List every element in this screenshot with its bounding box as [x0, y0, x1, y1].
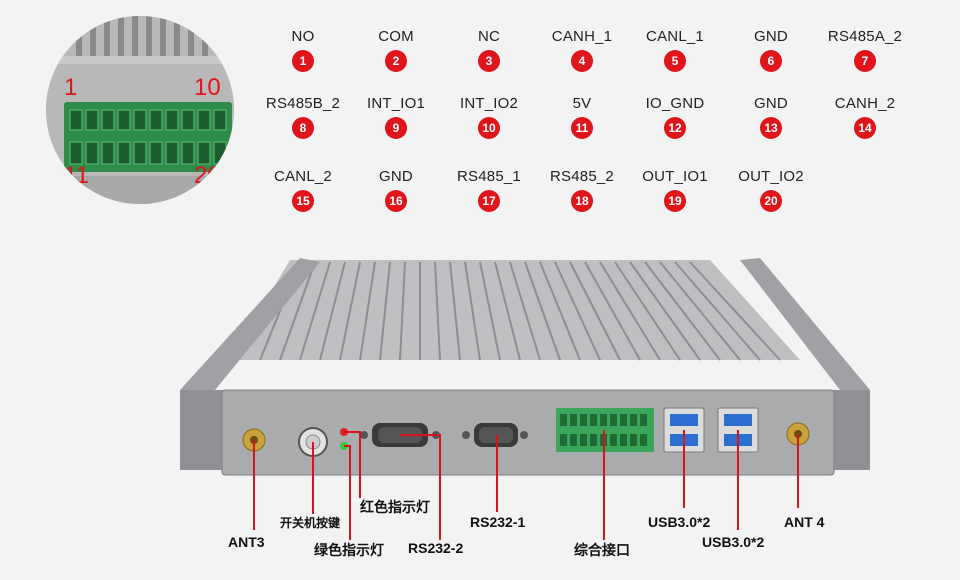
pin-name: GND: [379, 168, 413, 185]
pin-name: GND: [754, 28, 788, 45]
label-rs232-2: RS232-2: [408, 540, 464, 556]
terminal-block-illustration: [46, 16, 234, 204]
pin-number-badge: 10: [478, 117, 500, 139]
pin-3: NC 3: [444, 28, 534, 72]
pin-18: RS485_2 18: [537, 168, 627, 212]
pin-name: 5V: [572, 95, 592, 112]
label-power-button: 开关机按键: [280, 516, 341, 530]
pin-name: COM: [378, 28, 414, 45]
pin-1: NO 1: [258, 28, 348, 72]
pin-number-badge: 13: [760, 117, 782, 139]
zoom-pin-11-label: 11: [64, 162, 89, 189]
pin-19: OUT_IO1 19: [630, 168, 720, 212]
device-illustration: [180, 258, 870, 540]
pin-name: RS485A_2: [827, 28, 903, 45]
zoom-pin-20-label: 20: [194, 162, 221, 189]
pin-name: CANH_2: [834, 95, 896, 112]
terminal-block-zoom: 1 10 11 20: [46, 16, 234, 204]
pin-name: OUT_IO1: [642, 168, 708, 185]
label-ant3: ANT3: [228, 534, 265, 550]
pin-number-badge: 20: [760, 190, 782, 212]
pin-7: RS485A_2 7: [820, 28, 910, 72]
pin-name: NC: [477, 28, 501, 45]
pin-name: OUT_IO2: [738, 168, 804, 185]
zoom-pin-1-label: 1: [64, 74, 78, 101]
label-rs232-1: RS232-1: [470, 514, 526, 530]
pin-number-badge: 6: [760, 50, 782, 72]
pin-name: INT_IO1: [366, 95, 426, 112]
pin-number-badge: 15: [292, 190, 314, 212]
pin-name: NO: [291, 28, 315, 45]
pin-number-badge: 7: [854, 50, 876, 72]
heatsink: [180, 258, 870, 390]
pin-8: RS485B_2 8: [258, 95, 348, 139]
pin-number-badge: 11: [571, 117, 593, 139]
pin-number-badge: 14: [854, 117, 876, 139]
pin-14: CANH_2 14: [820, 95, 910, 139]
pin-6: GND 6: [726, 28, 816, 72]
pin-15: CANL_2 15: [258, 168, 348, 212]
pin-16: GND 16: [351, 168, 441, 212]
pin-17: RS485_1 17: [444, 168, 534, 212]
pin-20: OUT_IO2 20: [726, 168, 816, 212]
pin-10: INT_IO2 10: [444, 95, 534, 139]
pin-name: CANL_1: [646, 28, 704, 45]
pin-12: IO_GND 12: [630, 95, 720, 139]
pin-4: CANH_1 4: [537, 28, 627, 72]
label-combo-port: 综合接口: [574, 542, 630, 558]
pin-number-badge: 19: [664, 190, 686, 212]
pin-number-badge: 12: [664, 117, 686, 139]
pin-number-badge: 3: [478, 50, 500, 72]
pin-5: CANL_1 5: [630, 28, 720, 72]
pin-number-badge: 18: [571, 190, 593, 212]
zoom-pin-10-label: 10: [194, 74, 221, 101]
pin-name: INT_IO2: [459, 95, 519, 112]
pin-number-badge: 4: [571, 50, 593, 72]
pin-name: RS485_1: [457, 168, 521, 185]
pin-number-badge: 16: [385, 190, 407, 212]
pin-13: GND 13: [726, 95, 816, 139]
pin-number-badge: 17: [478, 190, 500, 212]
pin-name: RS485B_2: [265, 95, 341, 112]
pin-name: GND: [754, 95, 788, 112]
pin-number-badge: 1: [292, 50, 314, 72]
label-usb-a: USB3.0*2: [648, 514, 711, 530]
pin-2: COM 2: [351, 28, 441, 72]
label-green-led: 绿色指示灯: [314, 542, 384, 558]
callout-lines: [253, 430, 799, 540]
label-ant4: ANT 4: [784, 514, 825, 530]
pin-name: RS485_2: [550, 168, 614, 185]
pin-number-badge: 2: [385, 50, 407, 72]
pin-number-badge: 8: [292, 117, 314, 139]
pin-9: INT_IO1 9: [351, 95, 441, 139]
pin-number-badge: 9: [385, 117, 407, 139]
label-red-led: 红色指示灯: [360, 499, 430, 515]
pin-name: CANL_2: [274, 168, 332, 185]
pin-number-badge: 5: [664, 50, 686, 72]
label-usb-b: USB3.0*2: [702, 534, 765, 550]
pin-name: IO_GND: [645, 95, 705, 112]
pin-name: CANH_1: [551, 28, 613, 45]
